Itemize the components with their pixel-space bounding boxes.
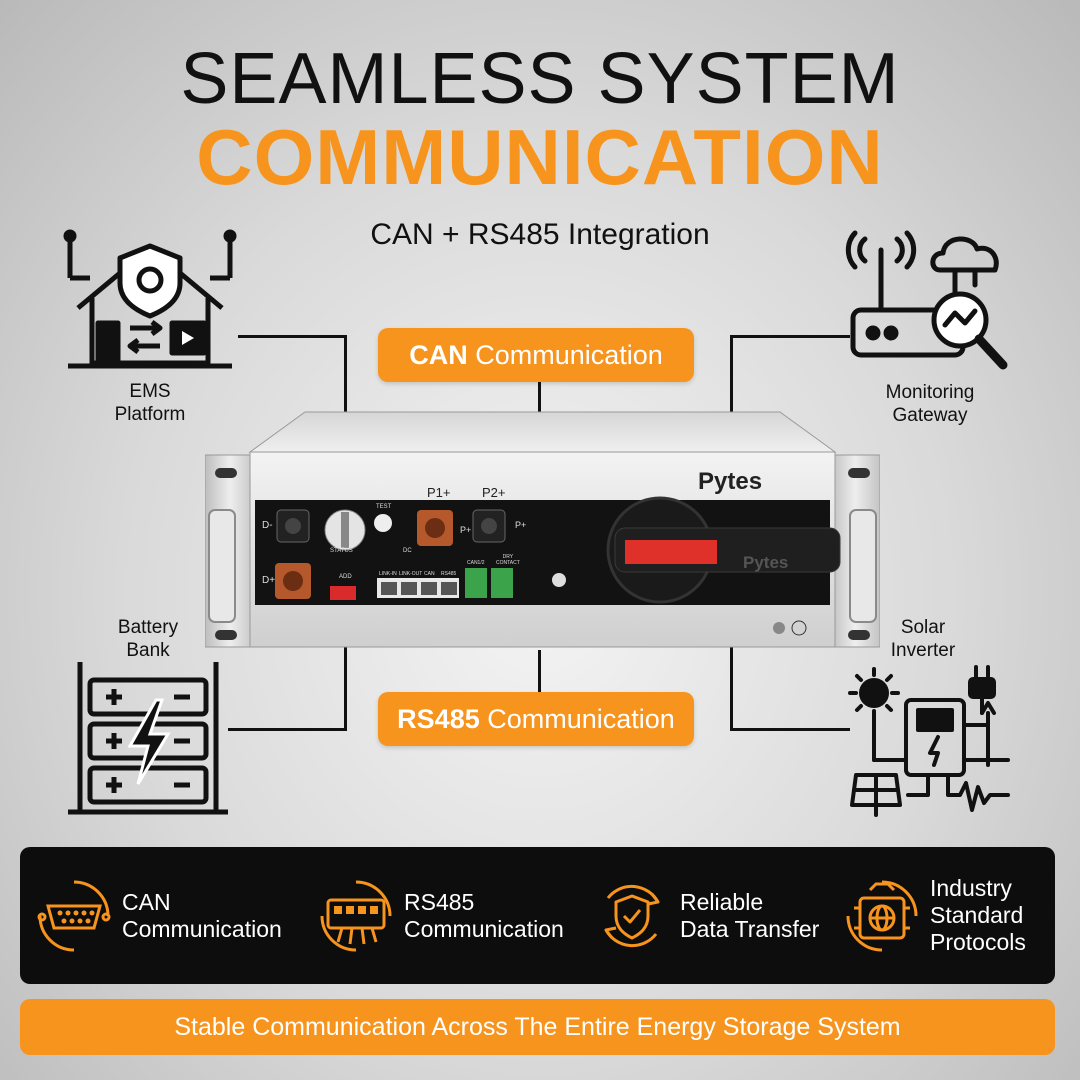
- link-in-label: LINK-IN: [379, 571, 397, 577]
- p-plus-label-1: P+: [460, 525, 472, 535]
- feature-protocols-line2: Standard: [930, 902, 1024, 928]
- inverter-line-v: [730, 642, 733, 730]
- can-communication-pill: CAN Communication: [378, 328, 694, 382]
- handle-brand-logo: Pytes: [743, 553, 789, 572]
- feature-rs485-line1: RS485: [404, 888, 475, 915]
- rs485-pill-text: Communication: [479, 704, 675, 734]
- feature-can: CAN Communication: [34, 847, 282, 984]
- solar-inverter-icon: [848, 665, 1018, 820]
- rs485-connector-line: [538, 650, 541, 692]
- rs485-pill-bold: RS485: [397, 704, 480, 734]
- p2-label: P2+: [482, 485, 506, 500]
- brand-logo: Pytes: [698, 468, 763, 495]
- dc-label: DC: [403, 548, 412, 554]
- feature-rs485-line2: Communication: [404, 915, 564, 942]
- gateway-line-v: [730, 335, 733, 421]
- can-pill-bold: CAN: [409, 340, 468, 370]
- add-label: ADD: [339, 574, 352, 580]
- title-line-1: SEAMLESS SYSTEM: [180, 39, 900, 119]
- inverter-line-h: [730, 728, 850, 731]
- status-label: STATUS: [330, 548, 353, 554]
- battery-module: Pytes Pytes P1+ P2+ D- D+ P+ P+ STATUS T…: [204, 410, 881, 655]
- feature-reliable-line1: Reliable: [680, 888, 764, 915]
- d-plus-label: D+: [262, 575, 276, 586]
- router-cloud-monitor-icon: [845, 225, 1015, 375]
- feature-protocols-line1: Industry: [930, 875, 1012, 901]
- d-minus-label: D-: [262, 520, 273, 531]
- feature-rs485: RS485 Communication: [316, 847, 564, 984]
- feature-protocols-line3: Protocols: [930, 929, 1026, 955]
- rs485-communication-pill: RS485 Communication: [378, 692, 694, 746]
- can12-label: CAN1/2: [467, 560, 485, 566]
- ems-line-v: [344, 335, 347, 421]
- battery-line-h: [228, 728, 347, 731]
- subtitle: CAN + RS485 Integration: [370, 218, 710, 251]
- ems-line-h: [238, 335, 346, 338]
- can-connector-line: [538, 382, 541, 420]
- feature-reliable-line2: Data Transfer: [680, 915, 820, 942]
- footer-banner: Stable Communication Across The Entire E…: [20, 999, 1055, 1055]
- test-label: TEST: [376, 504, 392, 510]
- terminal-block-icon: [316, 876, 396, 956]
- gateway-line-h: [730, 335, 850, 338]
- p-plus-label-2: P+: [515, 520, 527, 530]
- features-bar: CAN Communication RS485 Communication: [20, 847, 1055, 984]
- battery-line-v: [344, 642, 347, 730]
- feature-reliable: Reliable Data Transfer: [592, 847, 819, 984]
- db9-connector-icon: [34, 876, 114, 956]
- shield-check-sync-icon: [592, 876, 672, 956]
- feature-can-line2: Communication: [122, 915, 282, 942]
- can-pill-text: Communication: [467, 340, 663, 370]
- rs485-port-label: RS485: [441, 571, 457, 577]
- battery-rack-icon: [68, 662, 228, 817]
- globe-chip-icon: [842, 876, 922, 956]
- link-out-label: LINK-OUT: [399, 571, 423, 577]
- title-line-2: COMMUNICATION: [196, 113, 884, 201]
- can-port-label: CAN: [424, 571, 435, 577]
- feature-can-line1: CAN: [122, 888, 171, 915]
- feature-protocols: Industry Standard Protocols: [842, 847, 1026, 984]
- smart-home-shield-icon: [60, 228, 240, 373]
- p1-label: P1+: [427, 485, 451, 500]
